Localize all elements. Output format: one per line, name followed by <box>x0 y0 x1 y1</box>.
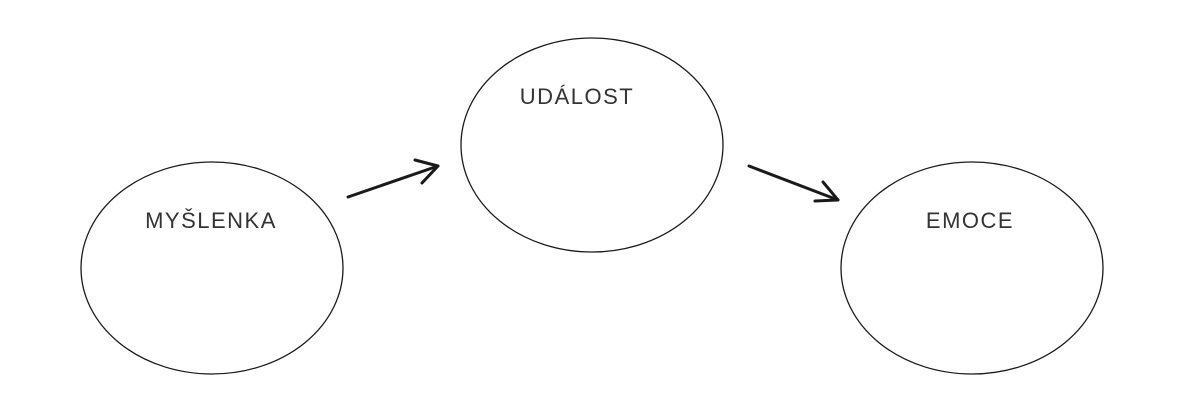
edge-thought-to-event <box>346 158 440 199</box>
arrow-head <box>413 158 440 185</box>
node-event-ellipse <box>460 37 724 253</box>
node-emotion-label: EMOCE <box>925 208 1015 233</box>
node-thought-label: MYŠLENKA <box>145 208 277 233</box>
node-emotion-ellipse <box>840 161 1104 375</box>
edge-event-to-emotion <box>747 164 840 203</box>
arrow-head <box>813 180 840 203</box>
node-thought-ellipse <box>80 161 344 375</box>
arrow-shaft <box>346 164 440 199</box>
arrow-shaft <box>747 164 840 202</box>
node-event-label: UDÁLOST <box>519 84 635 109</box>
